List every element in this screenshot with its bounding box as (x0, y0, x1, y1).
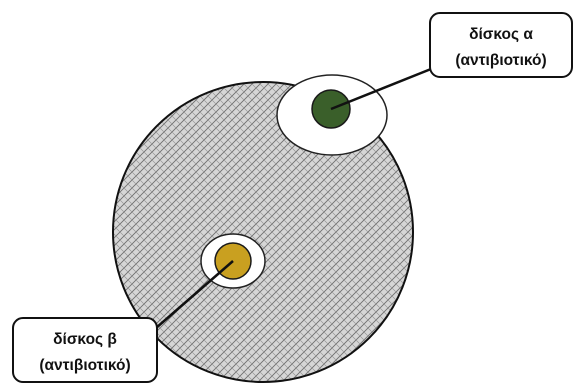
label-beta-line1: δίσκος β (53, 331, 117, 348)
callout-alpha: δίσκος α (αντιβιοτικό) (430, 13, 572, 77)
label-alpha-line2: (αντιβιοτικό) (455, 52, 546, 69)
label-alpha-line1: δίσκος α (469, 26, 533, 43)
label-beta-line2: (αντιβιοτικό) (39, 357, 130, 374)
callout-beta: δίσκος β (αντιβιοτικό) (13, 318, 157, 382)
